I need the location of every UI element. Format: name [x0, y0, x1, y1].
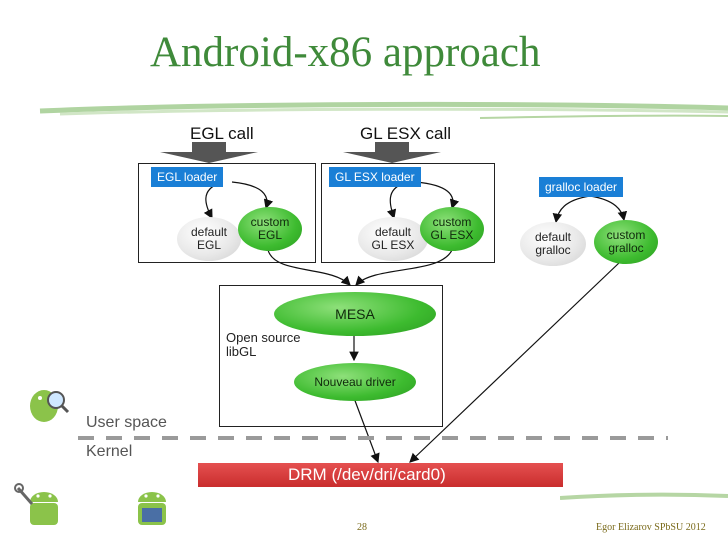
- egl-loader-tag: EGL loader: [151, 167, 224, 187]
- default-gralloc-node: default gralloc: [520, 222, 586, 266]
- title-brush-stroke: [39, 101, 728, 119]
- kernel-label: Kernel: [86, 443, 133, 460]
- footer-brush-stroke: [560, 492, 728, 500]
- glesx-call-label: GL ESX call: [360, 124, 452, 143]
- custom-egl-node: custom EGL: [238, 207, 302, 251]
- gralloc-loader-tag: gralloc loader: [539, 177, 624, 197]
- android-magnifier-icon: [30, 390, 70, 422]
- egl-call-label: EGL call: [190, 124, 254, 143]
- glesx-call-arrow: [343, 142, 441, 163]
- default-egl-node: default EGL: [177, 217, 241, 261]
- custom-glesx-node: custom GL ESX: [420, 207, 484, 251]
- drm-bar: DRM (/dev/dri/card0): [198, 463, 563, 487]
- glesx-loader-tag: GL ESX loader: [329, 167, 421, 187]
- page-number: 28: [357, 522, 367, 533]
- nouveau-driver-node: Nouveau driver: [294, 363, 416, 401]
- page-title: Android-x86 approach: [150, 29, 541, 76]
- egl-call-arrow: [160, 142, 258, 163]
- mesa-node: MESA: [274, 292, 436, 336]
- libgl-label: Open source libGL: [226, 330, 301, 359]
- android-book-icon: [138, 492, 166, 525]
- custom-gralloc-node: custom gralloc: [594, 220, 658, 264]
- default-glesx-node: default GL ESX: [358, 217, 428, 261]
- user-space-label: User space: [86, 414, 167, 431]
- footer-credit: Egor Elizarov SPbSU 2012: [596, 522, 706, 533]
- android-wrench-icon: [14, 483, 58, 525]
